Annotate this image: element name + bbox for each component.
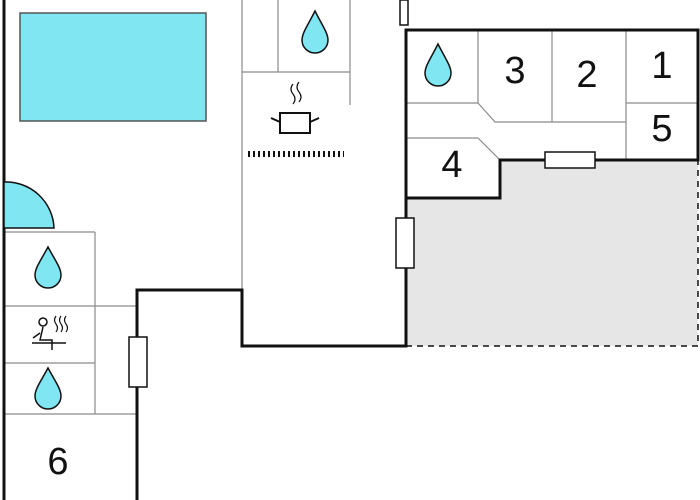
room-number-6: 6	[47, 441, 68, 483]
water-drop-icon	[34, 366, 62, 410]
water-drop-icon	[424, 42, 452, 87]
window	[128, 336, 148, 388]
interior-lines	[4, 0, 698, 415]
room-number-1: 1	[651, 45, 672, 87]
window	[544, 151, 596, 169]
room-number-2: 2	[576, 54, 597, 96]
sauna-icon	[32, 315, 69, 350]
room-number-4: 4	[441, 144, 462, 186]
window	[399, 0, 409, 26]
terrace-dashed-edge	[406, 160, 699, 347]
room-number-5: 5	[651, 108, 672, 150]
water-drop-icon	[34, 245, 62, 289]
window	[395, 217, 415, 269]
water-drop-icon	[301, 9, 329, 54]
terrace	[406, 160, 698, 346]
swimming-pool	[19, 12, 207, 122]
door-swing	[3, 181, 55, 229]
room-number-3: 3	[504, 50, 525, 92]
cooking-pot-icon	[270, 81, 320, 134]
